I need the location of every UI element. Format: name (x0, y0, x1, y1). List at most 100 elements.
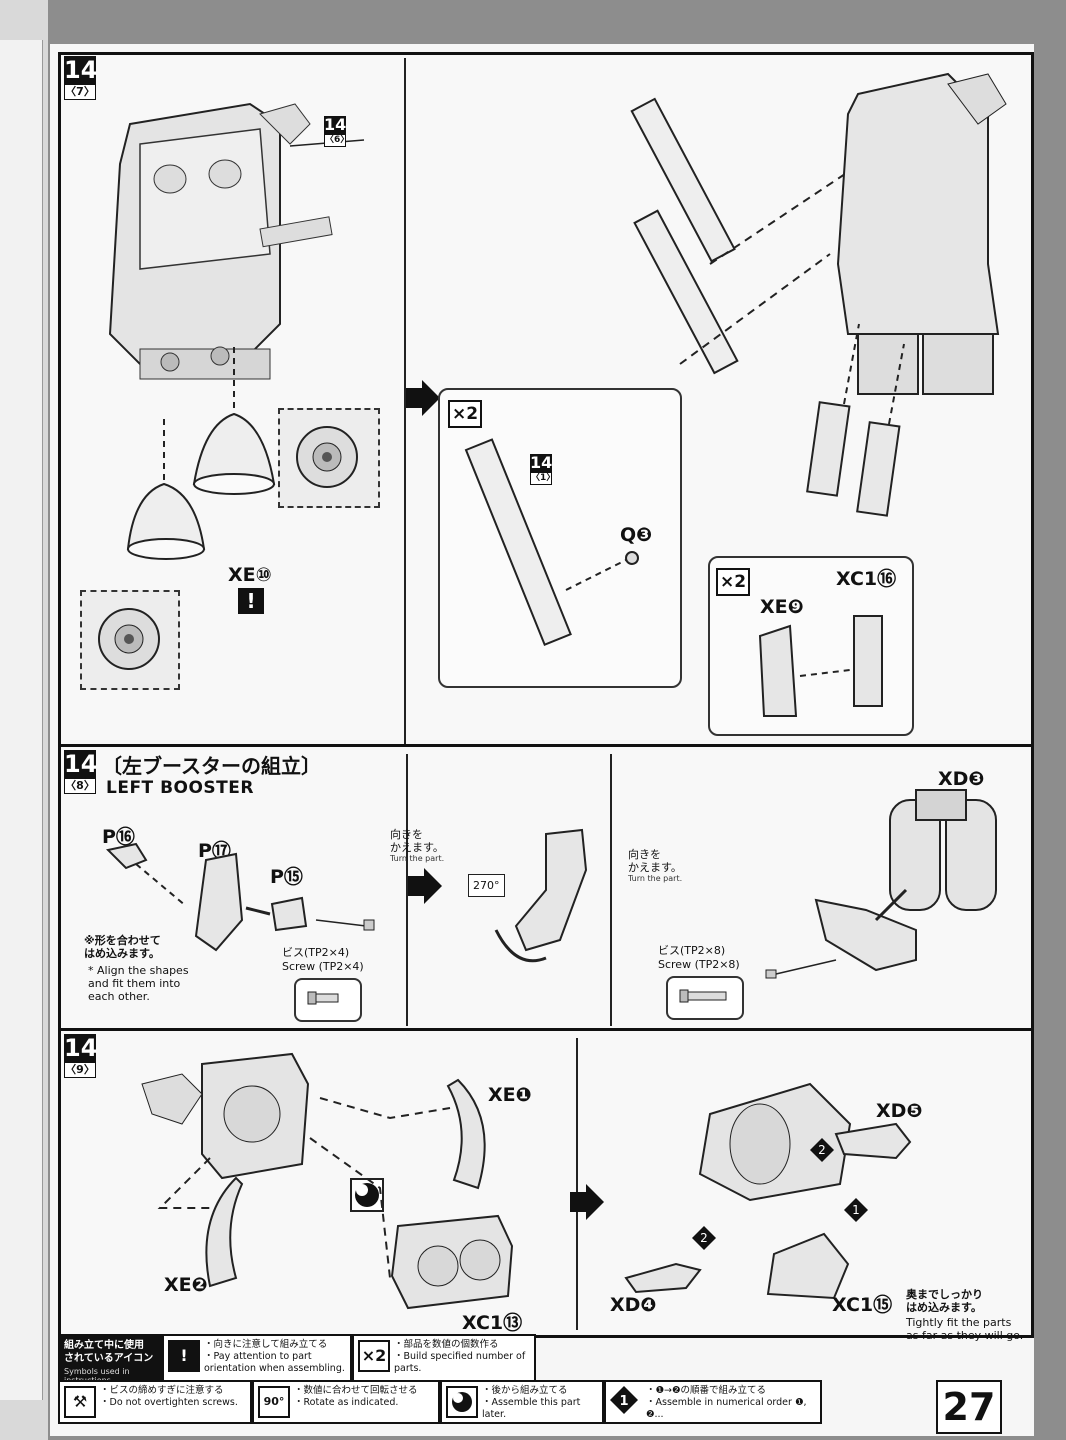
legend-jp: ・向きに注意して組み立てる (204, 1339, 328, 1350)
step-title-en: LEFT BOOSTER (106, 778, 254, 798)
part-label-q3: Q❸ (620, 524, 653, 546)
legend-en: ・Build specified number of parts. (394, 1351, 526, 1374)
fit-note-en: Tightly fit the parts as far as they wil… (906, 1316, 1024, 1342)
divider-step8-b (610, 754, 612, 1026)
booster-core-illustration (141, 1052, 310, 1180)
symbol-legend: 組み立て中に使用 されているアイコン Symbols used in instr… (58, 1334, 822, 1426)
multiplier-badge-rod: ×2 (448, 400, 482, 428)
leg-parts-illustration (758, 615, 883, 717)
order-marker-2-bottom: 2 (692, 1226, 716, 1250)
legend-en: ・Do not overtighten screws. (100, 1397, 238, 1408)
screw1-label-jp: ビス(TP2×4) (282, 946, 350, 959)
booster-tank-illustration (889, 789, 997, 911)
order-1-text: 1 (852, 1203, 860, 1217)
step-title-jp: 〔左ブースターの組立〕 (102, 754, 321, 778)
part-xc15-illustration (766, 1232, 850, 1300)
part-label-xd4: XD❹ (610, 1294, 657, 1316)
divider-step9 (58, 1028, 1034, 1031)
manual-page: 14 〈7〉 14 〈6〉 XE⑩ ! (50, 44, 1034, 1436)
legend-en: ・Assemble this part later. (482, 1397, 581, 1420)
ref-badge-sub: 〈1〉 (530, 472, 556, 485)
step-sub-number: 〈9〉 (64, 1062, 96, 1078)
rotate-270-icon: 270° (468, 874, 505, 897)
nozzle-detail-right (296, 426, 358, 488)
legend-en: ・Rotate as indicated. (294, 1397, 399, 1408)
screw2-label-en: Screw (TP2×8) (658, 958, 740, 971)
legend-item-order: 1 ・❶→❷の順番で組み立てる・Assemble in numerical or… (604, 1380, 822, 1424)
align-note-en: * Align the shapes and fit them into eac… (88, 964, 189, 1003)
booster-bracket-illustration (765, 888, 917, 979)
part-label-xe10: XE⑩ (228, 564, 272, 586)
order-marker-1: 1 (844, 1198, 868, 1222)
screwdriver-icon: ⚒ (64, 1386, 96, 1418)
ref-badge-sub: 〈6〉 (324, 134, 350, 147)
part-label-xe2: XE❷ (164, 1274, 208, 1296)
screw-tp2x8-icon (679, 989, 727, 1003)
part-label-xc16: XC1⑯ (836, 568, 897, 590)
part-label-p16: P⑯ (102, 826, 135, 848)
booster-small-parts-illustration (105, 842, 375, 952)
armor-plate-xe1 (446, 1078, 486, 1190)
step-arrow-9 (570, 1184, 604, 1220)
divider-step9-mid (576, 1038, 578, 1330)
assemble-later-marker (350, 1178, 384, 1212)
align-note-jp: ※形を合わせて はめ込みます。 (84, 934, 161, 960)
legend-item-screw: ⚒ ・ビスの締めすぎに注意する・Do not overtighten screw… (58, 1380, 252, 1424)
legend-order-num: 1 (619, 1394, 628, 1409)
armor-plate-xe2 (205, 1176, 244, 1288)
part-xd5-illustration (834, 1122, 912, 1160)
rotate-icon: 90° (258, 1386, 290, 1418)
part-label-xd5: XD❺ (876, 1100, 923, 1122)
legend-en: ・Assemble in numerical order ❶, ❷... (646, 1397, 807, 1420)
step-sub-number: 〈7〉 (64, 84, 96, 100)
fit-note-jp: 奥までしっかり はめ込みます。 (906, 1288, 983, 1314)
legend-heading-jp: 組み立て中に使用 されているアイコン (64, 1340, 154, 1364)
warning-icon: ! (238, 588, 264, 614)
turn-note-2-en: Turn the part. (628, 874, 683, 883)
step-arrow-7 (406, 380, 440, 416)
legend-jp: ・❶→❷の順番で組み立てる (646, 1385, 766, 1396)
screw2-label-jp: ビス(TP2×8) (658, 944, 726, 957)
rod-parts-illustration (630, 97, 891, 375)
legend-jp: ・後から組み立てる (482, 1385, 568, 1396)
adjacent-page (0, 40, 43, 1400)
legend-item-rotate: 90° ・数値に合わせて回転させる・Rotate as indicated. (252, 1380, 440, 1424)
scan-edge (0, 0, 48, 1440)
part-label-xe9: XE❾ (760, 596, 804, 618)
turn-note-1-jp: 向きを かえます。 (390, 828, 444, 854)
page-number: 27 (936, 1380, 1002, 1434)
ref-badge-14-1: 14 〈1〉 (530, 454, 556, 485)
divider-step8-a (406, 754, 408, 1026)
ref-badge-14-6: 14 〈6〉 (324, 116, 350, 147)
legend-heading-box: 組み立て中に使用 されているアイコン Symbols used in instr… (58, 1334, 162, 1385)
step-arrow-8a (408, 868, 442, 904)
order-marker-2-top: 2 (810, 1138, 834, 1162)
body-assembly-illustration (836, 72, 1007, 395)
step-number: 14 (64, 56, 98, 84)
step-number-14-9: 14 〈9〉 (64, 1034, 98, 1078)
order-2b-text: 2 (700, 1231, 708, 1245)
screw-tp2x4-box (294, 978, 362, 1022)
part-xd4-illustration (624, 1262, 702, 1294)
part-label-p15: P⑮ (270, 866, 303, 888)
legend-item-multiplier: ×2 ・部品を数値の個数作る・Build specified number of… (352, 1334, 536, 1382)
part-label-xc13: XC1⑬ (462, 1312, 523, 1334)
legs-illustration (806, 323, 905, 517)
legend-jp: ・数値に合わせて回転させる (294, 1385, 418, 1396)
multiplier-badge-leg: ×2 (716, 568, 750, 596)
rod-single-illustration (464, 438, 639, 647)
assembly-guides-step9 (157, 1097, 451, 1279)
part-label-xc15: XC1⑮ (832, 1294, 893, 1316)
step-number: 14 (64, 1034, 98, 1062)
legend-item-later: ・後から組み立てる・Assemble this part later. (440, 1380, 604, 1424)
booster-nozzle-block-illustration (390, 1214, 514, 1310)
order-icon: 1 (610, 1386, 638, 1414)
legend-item-orientation: ! ・向きに注意して組み立てる・Pay attention to part or… (162, 1334, 352, 1382)
screw-tp2x4-icon (307, 991, 339, 1005)
legend-jp: ・ビスの締めすぎに注意する (100, 1385, 224, 1396)
booster-assembled-illustration (698, 1082, 852, 1202)
turn-note-1-en: Turn the part. (390, 854, 445, 863)
part-label-xe1: XE❶ (488, 1084, 532, 1106)
legend-jp: ・部品を数値の個数作る (394, 1339, 499, 1350)
body-part-illustration (108, 102, 333, 380)
